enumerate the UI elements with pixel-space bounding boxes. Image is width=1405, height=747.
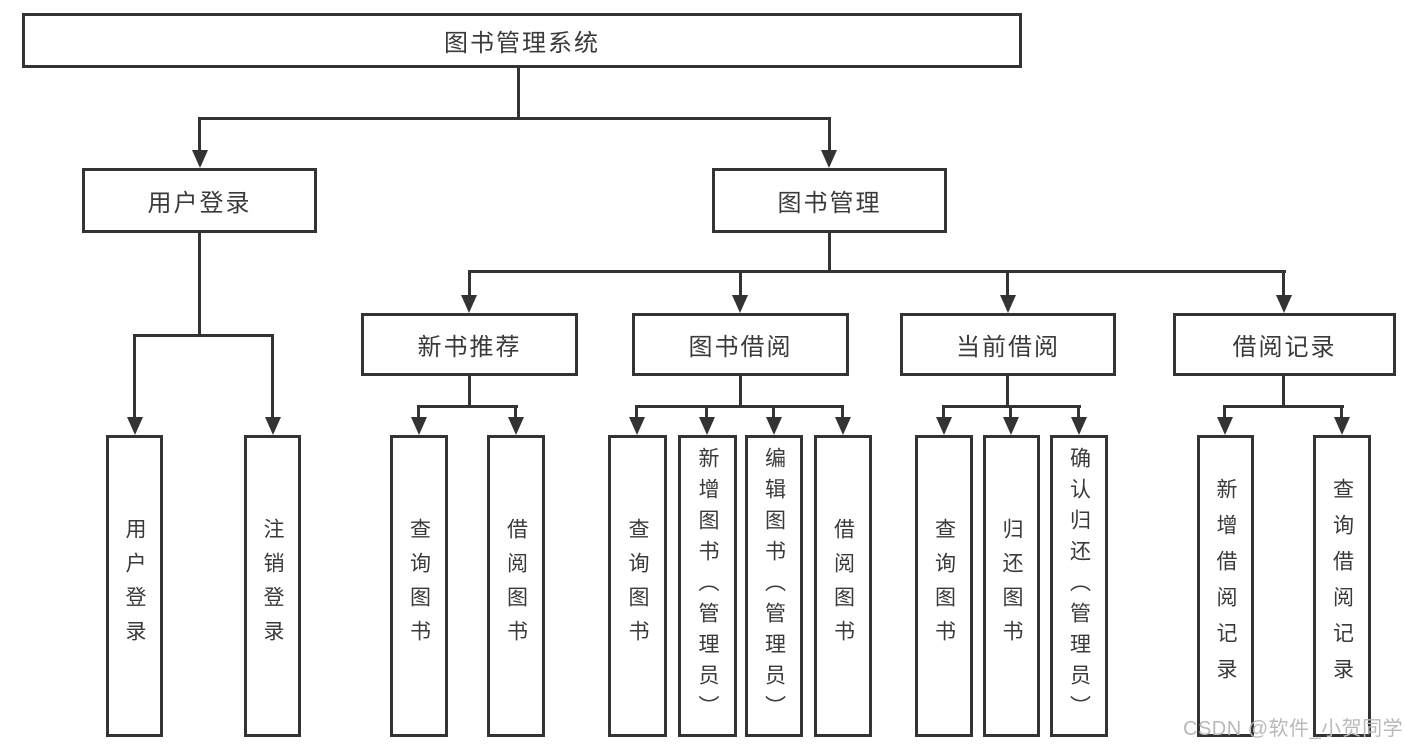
node-leaf-borrow-books-recommend: 借阅图书 (487, 435, 545, 737)
node-leaf-user-login: 用户登录 (106, 435, 163, 737)
edge-current-stem (1006, 376, 1009, 408)
node-leaf-query-books-recommend: 查询图书 (390, 435, 448, 737)
node-leaf-add-borrow-record: 新增借阅记录 (1197, 435, 1254, 737)
arrow-down-icon (936, 417, 952, 435)
edge-login-drop (271, 334, 274, 419)
arrow-down-icon (1276, 295, 1292, 313)
arrow-down-icon (1217, 417, 1233, 435)
arrow-down-icon (1334, 417, 1350, 435)
edge-recommend-stem (468, 376, 471, 408)
node-user-login: 用户登录 (82, 168, 317, 233)
node-label: 查询图书 (626, 518, 649, 654)
edge-records-drop (1340, 405, 1343, 418)
arrow-down-icon (1000, 295, 1016, 313)
arrow-down-icon (127, 417, 143, 435)
edge-borrow-drop (772, 405, 775, 418)
arrow-down-icon (192, 150, 208, 168)
node-leaf-query-borrow-record: 查询借阅记录 (1313, 435, 1371, 737)
node-label: 归还图书 (1000, 518, 1023, 654)
arrow-down-icon (732, 295, 748, 313)
edge-current-drop (1009, 405, 1012, 418)
edge-borrow-drop (705, 405, 708, 418)
arrow-down-icon (265, 417, 281, 435)
node-label: 图书管理 (777, 190, 882, 217)
node-label: 新增图书（管理员） (696, 446, 719, 726)
node-label: 用户登录 (123, 518, 146, 654)
edge-root-drop (828, 117, 831, 153)
node-leaf-add-book-admin: 新增图书（管理员） (678, 435, 737, 737)
node-leaf-return-book: 归还图书 (983, 435, 1040, 737)
node-leaf-borrow-books: 借阅图书 (814, 435, 872, 737)
edge-login-drop (133, 334, 136, 419)
node-label: 图书借阅 (688, 334, 793, 361)
edge-current-drop (1077, 405, 1080, 418)
edge-login-bar (133, 334, 274, 337)
edge-records-stem (1282, 376, 1285, 408)
node-label: 当前借阅 (956, 334, 1060, 361)
arrow-down-icon (821, 150, 837, 168)
edge-mgmt-drop (739, 270, 742, 297)
arrow-down-icon (461, 295, 477, 313)
edge-mgmt-drop (468, 270, 471, 297)
node-label: 用户登录 (147, 190, 252, 217)
node-label: 新增借阅记录 (1214, 478, 1237, 694)
edge-mgmt-bar (468, 270, 1286, 273)
node-book-borrow: 图书借阅 (632, 313, 849, 376)
arrow-down-icon (835, 417, 851, 435)
node-label: 借阅图书 (831, 518, 855, 654)
edge-borrow-stem (739, 376, 742, 408)
edge-borrow-bar (635, 405, 844, 408)
node-book-management: 图书管理 (712, 168, 947, 233)
node-label: 注销登录 (261, 518, 284, 654)
node-leaf-edit-book-admin: 编辑图书（管理员） (745, 435, 803, 737)
node-label: 编辑图书（管理员） (762, 446, 786, 726)
edge-root-bar (198, 117, 831, 120)
edge-borrow-drop (635, 405, 638, 418)
node-leaf-logout: 注销登录 (244, 435, 301, 737)
edge-root-drop (198, 117, 201, 153)
csdn-watermark: CSDN @软件_小贺同学 (1183, 718, 1404, 740)
node-leaf-confirm-return-admin: 确认归还（管理员） (1050, 435, 1108, 737)
node-root: 图书管理系统 (22, 13, 1022, 68)
arrow-down-icon (766, 417, 782, 435)
edge-mgmt-drop (1006, 270, 1009, 297)
node-label: 图书管理系统 (444, 30, 600, 57)
edge-recommend-drop (514, 405, 517, 418)
node-label: 确认归还（管理员） (1067, 446, 1091, 726)
arrow-down-icon (629, 417, 645, 435)
arrow-down-icon (699, 417, 715, 435)
node-label: 查询图书 (407, 518, 431, 654)
node-label: 新书推荐 (417, 334, 522, 361)
node-current-borrow: 当前借阅 (900, 313, 1116, 376)
edge-mgmt-stem (828, 233, 831, 273)
edge-recommend-bar (417, 405, 518, 408)
node-leaf-query-books-current: 查询图书 (915, 435, 973, 737)
node-label: 查询借阅记录 (1330, 478, 1354, 694)
arrow-down-icon (1071, 417, 1087, 435)
edge-records-bar (1223, 405, 1344, 408)
node-new-book-recommend: 新书推荐 (361, 313, 578, 376)
edge-current-drop (942, 405, 945, 418)
edge-login-stem (198, 233, 201, 337)
edge-mgmt-drop (1282, 270, 1285, 297)
edge-root-stem (517, 68, 520, 120)
node-label: 借阅图书 (504, 518, 528, 654)
node-label: 借阅记录 (1232, 334, 1337, 361)
node-borrow-records: 借阅记录 (1173, 313, 1396, 376)
edge-recommend-drop (417, 405, 420, 418)
arrow-down-icon (1003, 417, 1019, 435)
arrow-down-icon (411, 417, 427, 435)
arrow-down-icon (508, 417, 524, 435)
node-label: 查询图书 (932, 518, 956, 654)
edge-records-drop (1223, 405, 1226, 418)
node-leaf-query-books-borrow: 查询图书 (608, 435, 667, 737)
edge-borrow-drop (841, 405, 844, 418)
